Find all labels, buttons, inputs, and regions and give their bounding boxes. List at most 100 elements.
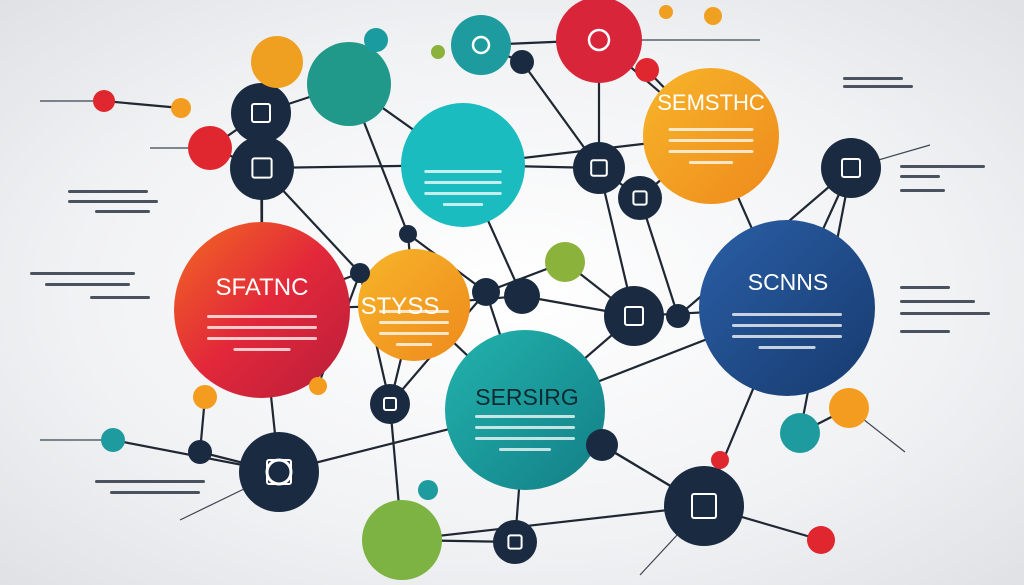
- node-text-line: [424, 170, 502, 173]
- node-o3: [829, 388, 869, 428]
- node-text-line: [379, 310, 449, 313]
- node-text-line: [207, 337, 317, 340]
- node-d9: [664, 466, 744, 546]
- edge-r2-o2: [102, 99, 183, 110]
- node-d10: [493, 520, 537, 564]
- node-icon: [624, 306, 644, 326]
- node-d13: [472, 278, 500, 306]
- side-label-line: [68, 200, 158, 203]
- node-d8: [239, 432, 319, 512]
- node-o2: [171, 98, 191, 118]
- node-t4: [364, 28, 388, 52]
- node-o4: [193, 385, 217, 409]
- node-d14: [350, 263, 370, 283]
- gear-icon: [265, 458, 293, 486]
- node-icon: [632, 190, 648, 206]
- node-r1: [188, 126, 232, 170]
- node-text-line: [475, 415, 575, 418]
- node-d16: [399, 225, 417, 243]
- side-label-line: [900, 300, 975, 303]
- node-text-line: [233, 348, 291, 351]
- node-text-line: [475, 437, 575, 440]
- node-o6: [704, 7, 722, 25]
- node-d1: [231, 83, 291, 143]
- node-text-line: [499, 448, 551, 451]
- node-icon: [691, 493, 717, 519]
- node-d6: [604, 286, 664, 346]
- node-text-line: [758, 346, 816, 349]
- node-redtop: [556, 0, 642, 83]
- node-text-line: [688, 161, 734, 164]
- node-text-line: [668, 128, 754, 131]
- node-r4: [635, 58, 659, 82]
- node-text-line: [379, 321, 449, 324]
- node-text-line: [442, 203, 484, 206]
- node-tealtop: [401, 103, 525, 227]
- node-icon: [507, 534, 523, 550]
- side-label-line: [900, 330, 950, 333]
- node-r3: [807, 526, 835, 554]
- node-text-line: [395, 343, 433, 346]
- node-icon: [251, 157, 273, 179]
- side-label-line: [90, 296, 150, 299]
- node-r5: [711, 451, 729, 469]
- node-text-line: [668, 150, 754, 153]
- title-sfatnc: SFATNC: [216, 274, 309, 301]
- side-label-line: [843, 77, 903, 80]
- node-t1: [451, 15, 511, 75]
- node-text-line: [668, 139, 754, 142]
- node-d4: [618, 176, 662, 220]
- node-text-line: [732, 335, 842, 338]
- node-icon: [590, 159, 608, 177]
- side-label-line: [68, 190, 148, 193]
- node-o5: [659, 5, 673, 19]
- node-semsthc: [643, 68, 779, 204]
- node-d17: [510, 50, 534, 74]
- node-t5: [418, 480, 438, 500]
- node-d12: [586, 429, 618, 461]
- node-greenbot: [362, 500, 442, 580]
- node-t3: [101, 428, 125, 452]
- side-label-line: [45, 283, 130, 286]
- side-label-line: [900, 165, 985, 168]
- node-titles: SFATNC STYSS SERSIRG SCNNS SEMSTHC: [216, 90, 829, 410]
- node-text-line: [424, 181, 502, 184]
- node-scnns: [699, 220, 875, 396]
- node-text-line: [379, 332, 449, 335]
- node-g2: [431, 45, 445, 59]
- node-d3: [573, 142, 625, 194]
- node-r2: [93, 90, 115, 112]
- title-sersirg: SERSIRG: [475, 384, 579, 410]
- node-o1: [251, 36, 303, 88]
- node-d18: [666, 304, 690, 328]
- title-scnns: SCNNS: [748, 269, 829, 295]
- node-text-line: [732, 324, 842, 327]
- side-label-line: [900, 312, 990, 315]
- node-icon: [383, 397, 397, 411]
- node-icon: [841, 158, 861, 178]
- node-spatnc: [174, 222, 350, 398]
- node-text-line: [207, 315, 317, 318]
- ring-icon: [587, 28, 611, 52]
- side-label-line: [900, 189, 945, 192]
- node-d11: [504, 278, 540, 314]
- side-label-line: [843, 85, 913, 88]
- node-d5: [821, 138, 881, 198]
- node-g1: [545, 242, 585, 282]
- title-styss: STYSS: [361, 293, 440, 320]
- side-label-line: [900, 175, 940, 178]
- node-text-line: [207, 326, 317, 329]
- node-o7: [309, 377, 327, 395]
- side-label-line: [95, 210, 150, 213]
- node-greentop: [307, 42, 391, 126]
- side-label-line: [30, 272, 135, 275]
- node-d7: [370, 384, 410, 424]
- title-semsthc: SEMSTHC: [657, 90, 765, 115]
- node-icon: [251, 103, 271, 123]
- ring-icon: [471, 35, 491, 55]
- side-label-line: [900, 286, 950, 289]
- nodes: [93, 0, 881, 580]
- node-d15: [188, 440, 212, 464]
- edge-d9-greenbot: [400, 504, 706, 542]
